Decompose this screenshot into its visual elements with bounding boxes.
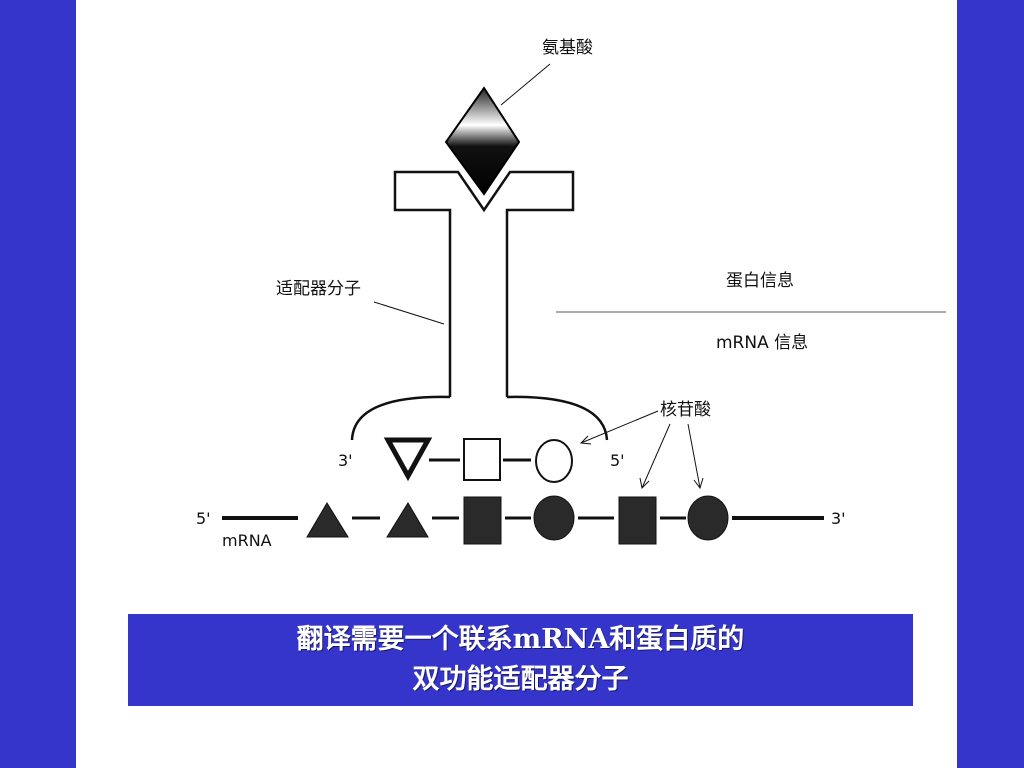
adapter-3prime-label: 3' (338, 451, 353, 470)
slide: 氨基酸 适配器分子 蛋白信息 mRNA 信息 核苷酸 3' (76, 0, 957, 768)
codon-circle-filled (687, 495, 729, 541)
codon-triangle-filled (306, 502, 349, 538)
adapter-molecule-label: 适配器分子 (276, 279, 361, 299)
caption-line-1: 翻译需要一个联系mRNA和蛋白质的 (296, 624, 745, 655)
codon-square-filled (463, 496, 502, 545)
mrna-strand (222, 495, 824, 545)
adapter-left-arm (350, 395, 451, 441)
nucleotide-label: 核苷酸 (660, 400, 711, 420)
adapter-diagram: 氨基酸 适配器分子 蛋白信息 mRNA 信息 核苷酸 3' (196, 38, 946, 550)
amino-acid-diamond (444, 86, 521, 196)
caption-box: 翻译需要一个联系mRNA和蛋白质的 双功能适配器分子 (128, 614, 913, 706)
codon-circle-filled (533, 495, 575, 541)
codon-triangle-filled (386, 502, 429, 538)
nucleotide-arrows (579, 410, 704, 490)
adapter-right-arm (506, 395, 609, 441)
anticodon-circle-outline (535, 439, 573, 483)
adapter-anticodon (383, 437, 573, 483)
adapter-5prime-label: 5' (610, 451, 625, 470)
amino-acid-leader (500, 63, 551, 106)
anticodon-triangle-outline (383, 437, 433, 482)
codon-square-filled (618, 496, 657, 545)
anticodon-square-outline (463, 438, 501, 481)
mrna-3prime-label: 3' (831, 509, 846, 528)
adapter-molecule-body (393, 170, 575, 397)
amino-acid-label: 氨基酸 (542, 38, 593, 58)
mrna-5prime-label: 5' (196, 509, 211, 528)
protein-info-label: 蛋白信息 (726, 271, 794, 291)
caption-line-2: 双功能适配器分子 (412, 664, 629, 695)
mrna-label: mRNA (222, 531, 272, 550)
mrna-info-label: mRNA 信息 (716, 333, 808, 353)
adapter-molecule-leader (373, 301, 445, 325)
